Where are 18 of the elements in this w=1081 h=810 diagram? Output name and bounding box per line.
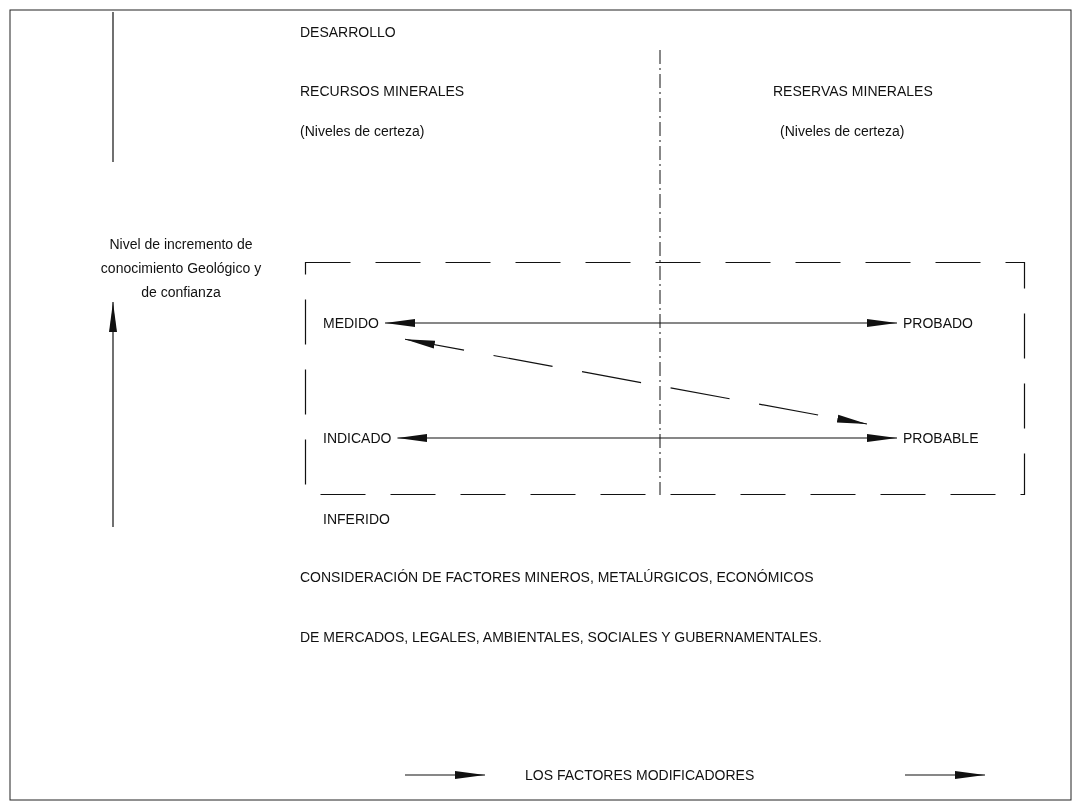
section-heading: RECURSOS MINERALES (300, 82, 465, 100)
category-label: INDICADO (323, 429, 392, 447)
class-label: INFERIDO (323, 510, 390, 528)
note-text: CONSIDERACIÓN DE FACTORES MINEROS, METALÚRGICOS, ECONÓMICOS (300, 568, 814, 586)
axis-label: Nivel de incremento de conocimiento Geológico y de confianza (99, 235, 263, 302)
subheading: (Niveles de certeza) (780, 122, 905, 140)
double-arrow (384, 319, 898, 327)
category-label: PROBADO (903, 314, 973, 332)
section-heading: DESARROLLO (300, 23, 396, 41)
section-heading: RESERVAS MINERALES (773, 82, 933, 100)
dashed-boundary (305, 262, 1025, 495)
note-text: DE MERCADOS, LEGALES, AMBIENTALES, SOCIALES Y GUBERNAMENTALES. (300, 628, 822, 646)
axis-label: LOS FACTORES MODIFICADORES (525, 766, 755, 784)
dashed-double-arrow (404, 338, 868, 425)
category-label: MEDIDO (323, 314, 379, 332)
subheading: (Niveles de certeza) (300, 122, 425, 140)
category-label: PROBABLE (903, 429, 979, 447)
double-arrow (396, 434, 898, 442)
